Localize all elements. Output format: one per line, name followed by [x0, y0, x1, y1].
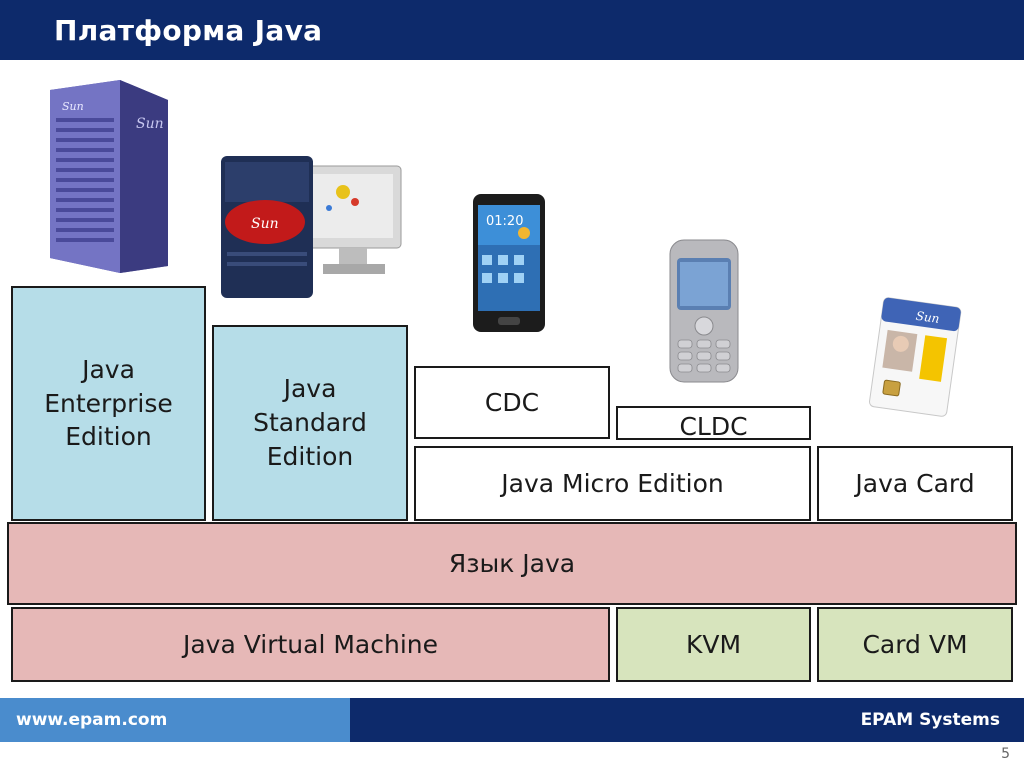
feature-phone-icon — [669, 239, 739, 383]
java-micro-edition-box: Java Micro Edition — [414, 446, 811, 521]
title-bar: Платформа Java — [0, 0, 1024, 60]
smart-card-logo-text: Sun — [915, 309, 940, 326]
card-vm-box: Card VM — [817, 607, 1013, 682]
server-logo-text: Sun — [62, 100, 84, 113]
footer-company-name: EPAM Systems — [860, 710, 1000, 730]
java-standard-edition-box: Java Standard Edition — [212, 325, 408, 521]
java-enterprise-edition-box: Java Enterprise Edition — [11, 286, 206, 521]
server-side-logo-text: Sun — [136, 116, 164, 132]
footer-left: www.epam.com — [0, 698, 350, 742]
kvm-box: KVM — [616, 607, 811, 682]
java-virtual-machine-box: Java Virtual Machine — [11, 607, 610, 682]
smartphone-icon: 01:20 — [473, 194, 545, 332]
slide-title: Платформа Java — [54, 14, 323, 47]
footer-right: EPAM Systems — [350, 698, 1024, 742]
java-card-box: Java Card — [817, 446, 1013, 521]
page-number: 5 — [1001, 746, 1010, 762]
java-language-box: Язык Java — [7, 522, 1017, 605]
smart-card-icon: Sun — [869, 297, 962, 417]
footer-url-link[interactable]: www.epam.com — [16, 710, 168, 730]
workstation-logo-text: Sun — [251, 216, 279, 232]
cldc-box: CLDC — [616, 406, 811, 441]
workstation-icon: Sun — [221, 156, 402, 298]
cdc-box: CDC — [414, 366, 610, 439]
server-tower-icon: Sun Sun — [50, 80, 168, 273]
smartphone-clock: 01:20 — [486, 214, 523, 229]
